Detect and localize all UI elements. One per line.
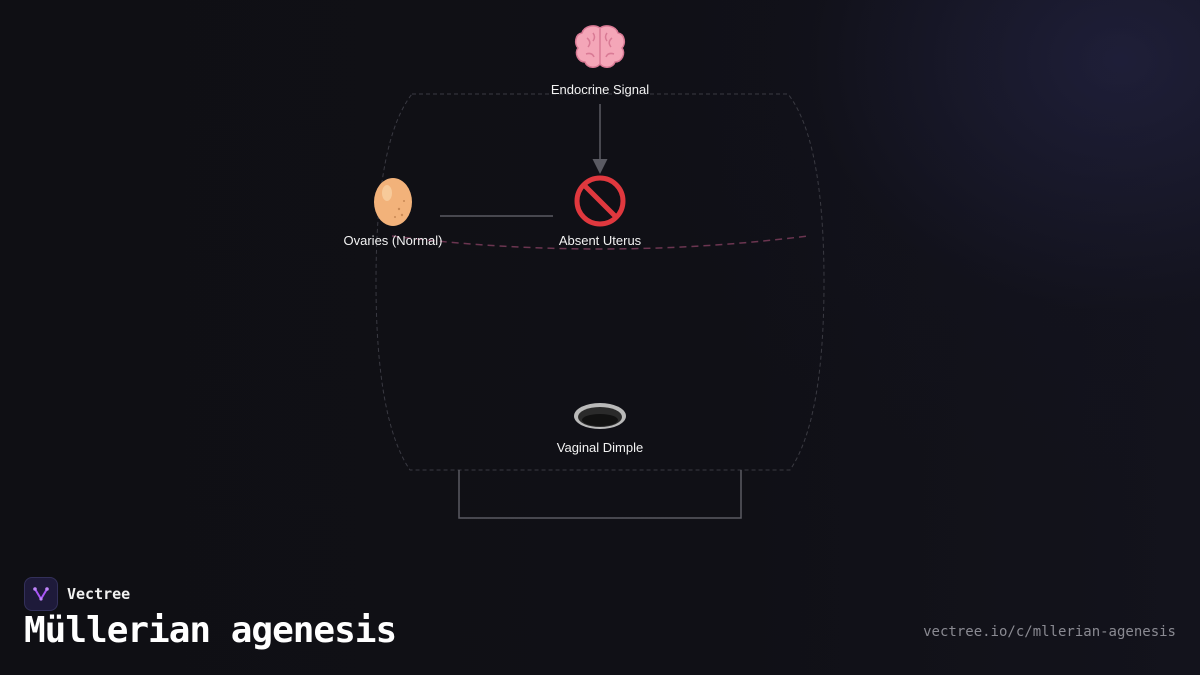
brain-icon [520,22,680,78]
node-uterus-label: Absent Uterus [558,233,642,248]
page-url[interactable]: vectree.io/c/mllerian-agenesis [923,624,1176,640]
node-endocrine[interactable]: Endocrine Signal [520,22,680,97]
brand[interactable]: Vectree [24,577,130,611]
node-ovaries-label: Ovaries (Normal) [343,233,443,248]
prohibited-icon [520,173,680,229]
node-vaginal-label: Vaginal Dimple [556,440,644,455]
node-vaginal[interactable]: Vaginal Dimple [520,380,680,455]
hole-icon [520,380,680,436]
node-uterus[interactable]: Absent Uterus [520,173,680,248]
vectree-logo-icon [24,577,58,611]
egg-icon [313,173,473,229]
bottom-bracket [458,470,742,519]
dashed-curve [391,235,809,250]
node-endocrine-label: Endocrine Signal [550,82,650,97]
page-title: Müllerian agenesis [24,610,397,651]
node-ovaries[interactable]: Ovaries (Normal) [313,173,473,248]
brand-name: Vectree [67,585,131,603]
